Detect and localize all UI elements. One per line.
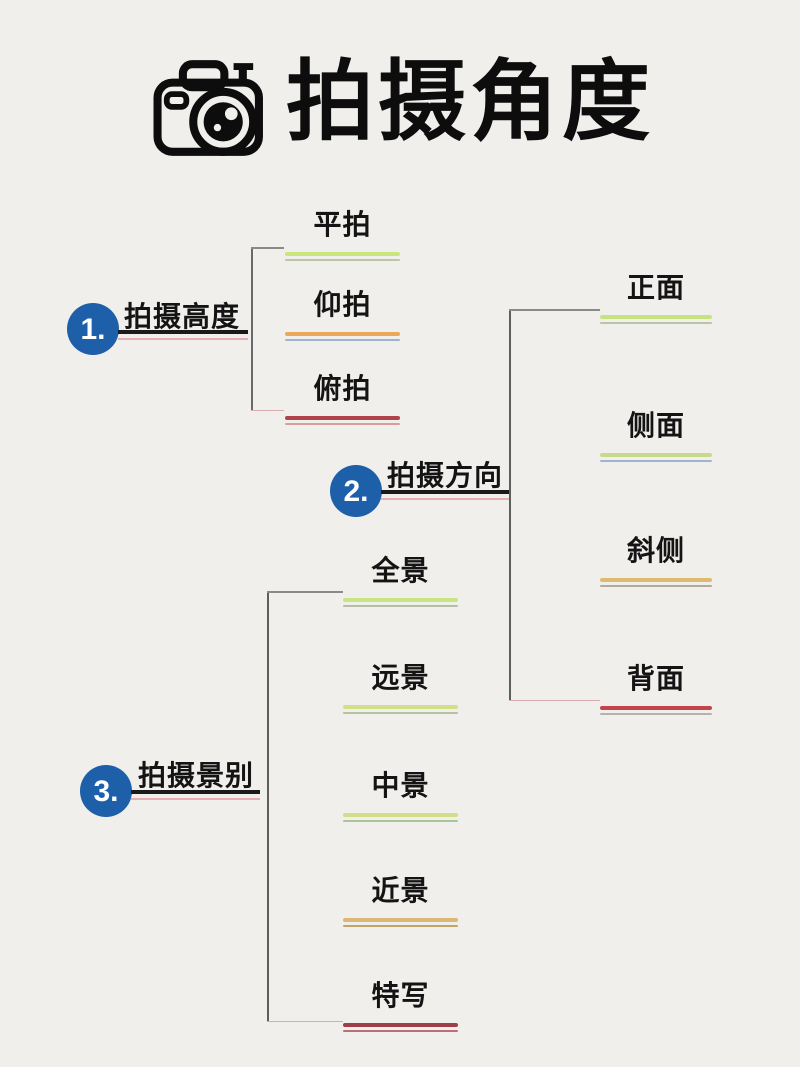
leaf-label: 正面 xyxy=(626,272,685,303)
branch-2-number: 2. xyxy=(330,465,382,517)
leaf-quanjing: 全景 xyxy=(343,549,458,607)
branch-2-label: 拍摄方向 xyxy=(387,460,504,491)
branch-1-connector-bottom xyxy=(251,409,284,411)
branch-3-underline-accent xyxy=(131,798,260,800)
leaf-underline-secondary xyxy=(285,422,400,425)
leaf-underline-primary xyxy=(285,416,400,420)
leaf-label: 斜侧 xyxy=(626,535,685,566)
branch-1-underline-accent xyxy=(118,338,248,340)
branch-3-connector-bottom xyxy=(267,1020,343,1022)
leaf-underline-secondary xyxy=(600,584,712,587)
leaf-underline-primary xyxy=(600,578,712,582)
branch-3-connector-top xyxy=(267,591,343,593)
leaf-underline-secondary xyxy=(600,712,712,715)
leaf-underline-secondary xyxy=(600,321,712,324)
branch-2-connector-vertical xyxy=(509,309,511,701)
leaf-xiece: 斜侧 xyxy=(600,529,712,587)
leaf-underline-primary xyxy=(285,332,400,336)
leaf-label: 近景 xyxy=(371,875,430,906)
leaf-label: 远景 xyxy=(371,662,430,693)
branch-3-connector-vertical xyxy=(267,591,269,1022)
leaf-underline-primary xyxy=(600,453,712,457)
leaf-underline-primary xyxy=(343,813,458,817)
leaf-underline-primary xyxy=(343,598,458,602)
branch-1-label: 拍摄高度 xyxy=(124,301,241,332)
leaf-jinjing: 近景 xyxy=(343,869,458,927)
leaf-label: 背面 xyxy=(626,663,685,694)
leaf-label: 侧面 xyxy=(626,410,685,441)
leaf-fupai: 俯拍 xyxy=(285,367,400,425)
leaf-underline-secondary xyxy=(343,711,458,714)
leaf-cemian: 侧面 xyxy=(600,404,712,462)
branch-1-connector-vertical xyxy=(251,247,253,411)
leaf-zhengmian: 正面 xyxy=(600,266,712,324)
leaf-underline-primary xyxy=(343,918,458,922)
leaf-yangpai: 仰拍 xyxy=(285,283,400,341)
leaf-underline-primary xyxy=(285,252,400,256)
branch-2-underline-accent xyxy=(381,498,509,500)
branch-3-label: 拍摄景别 xyxy=(138,760,255,791)
leaf-label: 仰拍 xyxy=(313,289,372,320)
leaf-underline-primary xyxy=(600,706,712,710)
leaf-label: 俯拍 xyxy=(313,373,372,404)
leaf-underline-primary xyxy=(600,315,712,319)
leaf-underline-secondary xyxy=(343,924,458,927)
branch-2-underline xyxy=(381,490,509,494)
leaf-underline-secondary xyxy=(600,459,712,462)
leaf-underline-secondary xyxy=(343,604,458,607)
leaf-underline-secondary xyxy=(285,258,400,261)
leaf-texie: 特写 xyxy=(343,974,458,1032)
branch-3-number: 3. xyxy=(80,765,132,817)
leaf-yuanjing: 远景 xyxy=(343,656,458,714)
leaf-label: 全景 xyxy=(371,555,430,586)
branch-1-number: 1. xyxy=(67,303,119,355)
leaf-underline-primary xyxy=(343,1023,458,1027)
branch-1-underline xyxy=(118,330,248,334)
leaf-underline-secondary xyxy=(285,338,400,341)
leaf-underline-primary xyxy=(343,705,458,709)
leaf-beimian: 背面 xyxy=(600,657,712,715)
page-title: 拍摄角度 xyxy=(286,52,655,151)
leaf-zhongjing: 中景 xyxy=(343,764,458,822)
branch-3-underline xyxy=(131,790,260,794)
camera-icon xyxy=(150,55,278,161)
branch-1-connector-top xyxy=(251,247,284,249)
branch-2-connector-bottom xyxy=(509,699,600,701)
leaf-underline-secondary xyxy=(343,1029,458,1032)
leaf-label: 中景 xyxy=(371,770,430,801)
leaf-underline-secondary xyxy=(343,819,458,822)
leaf-label: 特写 xyxy=(371,980,430,1011)
branch-2-connector-top xyxy=(509,309,600,311)
leaf-pingpai: 平拍 xyxy=(285,203,400,261)
leaf-label: 平拍 xyxy=(313,209,372,240)
